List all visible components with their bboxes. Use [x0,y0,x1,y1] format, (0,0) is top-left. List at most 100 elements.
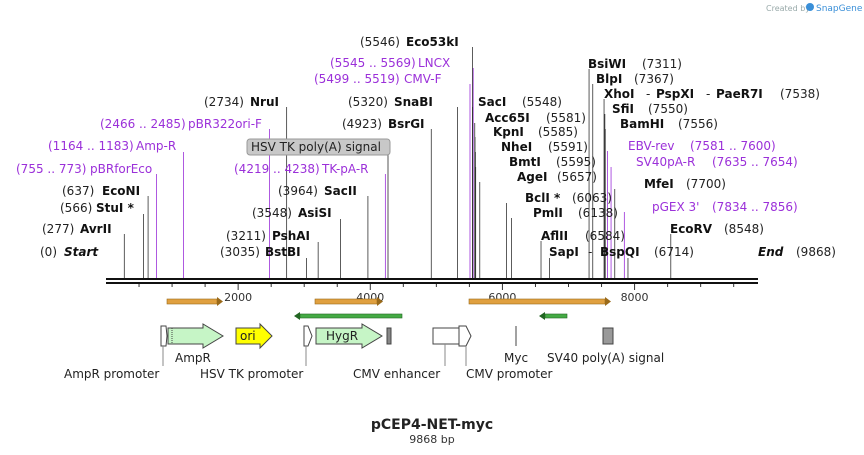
cmv-promoter-label: CMV promoter [466,367,553,381]
site-pos-blpi[interactable]: (7367) [634,72,674,86]
site-pos-nhei[interactable]: (5591) [548,140,588,154]
site-asisi[interactable]: AsiSI [298,206,332,220]
site-pos-asisi[interactable]: (3548) [252,206,292,220]
primer-pos-pbrforeco[interactable]: (755 .. 773) [16,162,86,176]
site-pos-snabi[interactable]: (5320) [348,95,388,109]
site-aflii[interactable]: AflII [541,229,568,243]
map-title: pCEP4-NET-myc [371,417,493,433]
primer-cmvf[interactable]: CMV-F [404,72,442,86]
primer-pos-ebvrev[interactable]: (7581 .. 7600) [690,139,776,153]
orange-arrow-3[interactable] [468,297,611,306]
site-pos-econi[interactable]: (637) [62,184,94,198]
site-pos-sacii[interactable]: (3964) [278,184,318,198]
site-pos-acc65i[interactable]: (5581) [546,111,586,125]
hsv-tk-promoter-shape[interactable] [303,325,313,347]
site-pos-sapi[interactable]: (6714) [654,245,694,259]
site-pos-bsiwi[interactable]: (7311) [642,57,682,71]
ampr-promoter-shape[interactable] [160,325,168,347]
primer-pos-ampr[interactable]: (1164 .. 1183) [48,139,134,153]
site-nrui[interactable]: NruI [250,95,279,109]
start-label: Start [64,245,99,259]
site-pos-saci[interactable]: (5548) [522,95,562,109]
primer-pbrforeco[interactable]: pBRforEco [90,162,152,176]
site-pos-mfei[interactable]: (7700) [686,177,726,191]
site-pshai[interactable]: PshAI [272,229,310,243]
site-pos-bsrgi[interactable]: (4923) [342,117,382,131]
site-blpi[interactable]: BlpI [596,72,622,86]
site-paer7i[interactable]: PaeR7I [716,87,763,101]
cmv-enhancer-shape[interactable] [432,327,460,345]
site-pos-nrui[interactable]: (2734) [204,95,244,109]
site-pos-ecorv[interactable]: (8548) [724,222,764,236]
credit-text: Created by [766,4,810,13]
site-saci[interactable]: SacI [478,95,506,109]
ori-label: ori [240,329,256,343]
site-pos-pmli[interactable]: (6138) [578,206,618,220]
site-pos-kpni[interactable]: (5585) [538,125,578,139]
site-pos-eco53ki[interactable]: (5546) [360,35,400,49]
site-pos-avrii[interactable]: (277) [42,222,74,236]
primer-pos-cmvf[interactable]: (5499 .. 5519) [314,72,400,86]
site-bamhi[interactable]: BamHI [620,117,664,131]
hygr-feature[interactable] [315,323,383,349]
site-bspqi[interactable]: BspQI [600,245,640,259]
site-bstbi[interactable]: BstBI [265,245,301,259]
site-xhoi[interactable]: XhoI [604,87,635,101]
primer-ebvrev[interactable]: EBV-rev [628,139,674,153]
primer-ampr[interactable]: Amp-R [136,139,176,153]
green-arrow-2[interactable] [539,312,568,320]
hsv-tk-polya-block[interactable] [386,327,392,345]
primer-pos-sv40par[interactable]: (7635 .. 7654) [712,155,798,169]
myc-label: Myc [504,351,528,365]
site-pos-agei[interactable]: (5657) [557,170,597,184]
primer-pos-pbr322ori[interactable]: (2466 .. 2485) [100,117,186,131]
primer-tkpar[interactable]: TK-pA-R [321,162,369,176]
site-pos-sfii[interactable]: (7550) [648,102,688,116]
end-pos: (9868) [796,245,836,259]
site-stui[interactable]: StuI * [96,201,135,215]
primer-pos-tkpar[interactable]: (4219 .. 4238) [234,162,320,176]
green-arrow-1[interactable] [294,312,403,320]
primer-pos-pgex3[interactable]: (7834 .. 7856) [712,200,798,214]
site-nhei[interactable]: NheI [501,140,532,154]
site-ecorv[interactable]: EcoRV [670,222,713,236]
ori-feature[interactable] [235,322,273,350]
site-avrii[interactable]: AvrII [80,222,112,236]
site-pmli[interactable]: PmlI [533,206,563,220]
site-pos-pshai[interactable]: (3211) [226,229,266,243]
site-bsiwi[interactable]: BsiWI [588,57,626,71]
site-eco53ki[interactable]: Eco53kI [406,35,459,49]
primer-pgex3[interactable]: pGEX 3' [652,200,699,214]
site-pos-bcli[interactable]: (6063) [572,191,612,205]
site-bcli[interactable]: BclI * [525,191,561,205]
site-bsrgi[interactable]: BsrGI [388,117,425,131]
site-sapi[interactable]: SapI [549,245,579,259]
sv40-polya-block[interactable] [602,327,614,345]
ampr-feature[interactable] [167,323,224,349]
site-pos-bamhi[interactable]: (7556) [678,117,718,131]
site-sfii[interactable]: SfiI [612,102,634,116]
site-agei[interactable]: AgeI [517,170,547,184]
site-snabi[interactable]: SnaBI [394,95,433,109]
site-pspxi[interactable]: PspXI [656,87,694,101]
site-sacii[interactable]: SacII [324,184,357,198]
site-acc65i[interactable]: Acc65I [485,111,530,125]
orange-arrow-1[interactable] [166,297,223,306]
primer-pbr322ori[interactable]: pBR322ori-F [188,117,262,131]
site-pos-bmti[interactable]: (5595) [556,155,596,169]
site-kpni[interactable]: KpnI [493,125,524,139]
site-pos-aflii[interactable]: (6584) [585,229,625,243]
tick-label: 2000 [224,291,252,304]
cmv-promoter-shape[interactable] [458,325,472,347]
orange-arrow-2[interactable] [314,297,383,306]
site-mfei[interactable]: MfeI [644,177,674,191]
site-pos-xhoi[interactable]: (7538) [780,87,820,101]
site-pos-stui[interactable]: (566) [60,201,92,215]
site-pos-bstbi[interactable]: (3035) [220,245,260,259]
primer-lncx[interactable]: LNCX [418,56,450,70]
site-bmti[interactable]: BmtI [509,155,541,169]
primer-pos-lncx[interactable]: (5545 .. 5569) [330,56,416,70]
site-econi[interactable]: EcoNI [102,184,140,198]
hsv-signal-box[interactable] [246,138,391,156]
primer-sv40par[interactable]: SV40pA-R [636,155,695,169]
